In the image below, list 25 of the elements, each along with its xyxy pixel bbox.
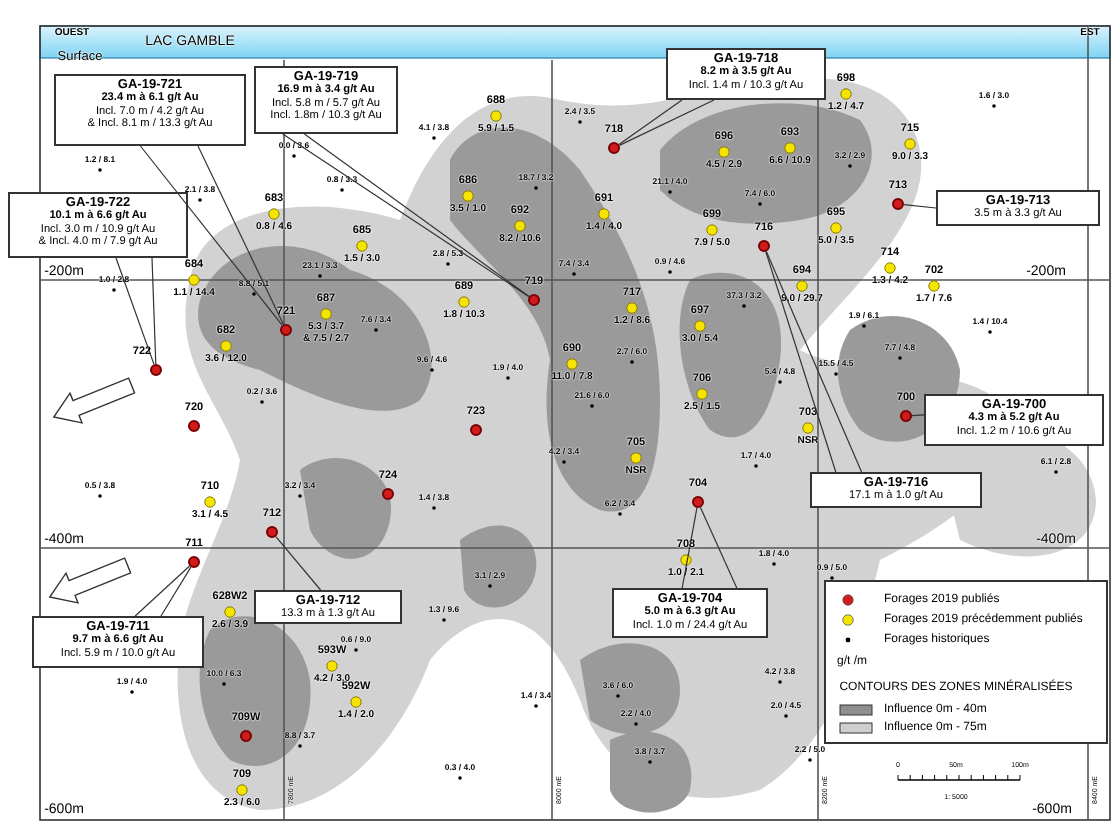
- callout-box: [254, 590, 402, 624]
- callout-box: [612, 588, 768, 638]
- callout-box: [936, 190, 1100, 226]
- callout-box: [32, 616, 204, 668]
- leader-line: [911, 414, 925, 417]
- callout-box: [54, 74, 246, 146]
- leader-line: [903, 204, 937, 209]
- callout-box: [666, 48, 826, 100]
- leader-line: [275, 536, 322, 591]
- leader-line: [618, 99, 683, 146]
- leader-line: [197, 145, 284, 326]
- callout-box: [810, 472, 982, 508]
- leader-line: [115, 257, 155, 365]
- callout-box: [254, 66, 398, 134]
- leader-line: [134, 565, 191, 617]
- leader-line: [765, 250, 863, 473]
- callout-box: [924, 394, 1104, 446]
- leader-line: [151, 257, 157, 365]
- leader-line: [681, 507, 698, 589]
- leader-line: [699, 506, 738, 589]
- leader-line: [618, 99, 715, 146]
- leader-line: [160, 566, 192, 617]
- callout-box: [8, 192, 188, 258]
- leader-line: [139, 145, 283, 326]
- leader-line: [765, 251, 837, 473]
